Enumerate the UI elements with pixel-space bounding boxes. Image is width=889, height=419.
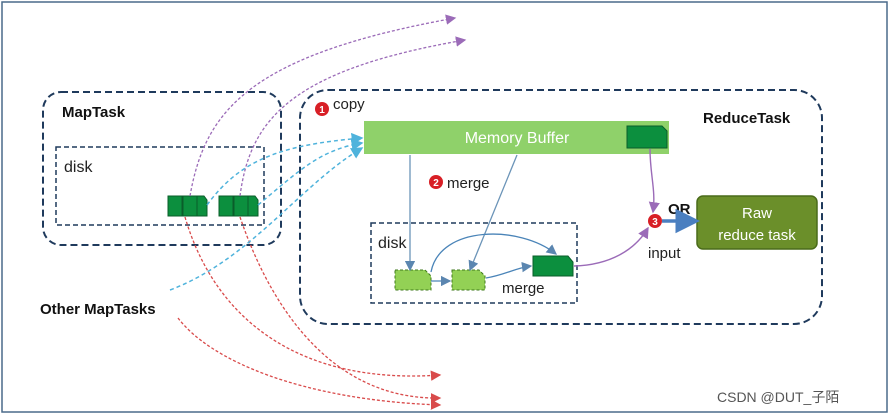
maptask-box: MapTask disk (42, 91, 282, 246)
memory-buffer-segment (626, 125, 668, 149)
arrows (169, 14, 700, 410)
step-number-1: 1 (319, 105, 325, 116)
red-outbound-arrow-3 (177, 317, 442, 410)
disk-to-reduce-arrow (573, 226, 649, 267)
buffer-to-reduce-arrow (648, 148, 660, 214)
disk-merge-arc (430, 233, 558, 273)
fetch-arrow-2 (257, 138, 364, 206)
reducetask-disk-label: disk (378, 235, 407, 252)
step-number-2: 2 (433, 178, 439, 189)
merge-label: merge (447, 175, 490, 192)
raw-reduce-task: Raw reduce task (696, 195, 818, 250)
merged-file (532, 255, 574, 277)
map-output-partition-1 (167, 195, 208, 217)
reducetask-box: ReduceTask Memory Buffer 1 copy 2 merge … (299, 89, 823, 325)
spill-file-2 (451, 269, 486, 291)
input-label: input (648, 245, 681, 262)
fetch-arrow-1 (206, 132, 364, 206)
fetch-arrow-other (169, 147, 364, 291)
maptask-disk-label: disk (64, 159, 93, 176)
reducetask-disk-box (370, 222, 578, 304)
purple-outbound-arrow-1 (189, 14, 457, 197)
memory-buffer: Memory Buffer (364, 121, 669, 154)
other-maptasks-label: Other MapTasks (40, 301, 156, 318)
raw-reduce-line-2: reduce task (718, 227, 796, 244)
step-badge-2 (429, 175, 443, 189)
merge-arrow (468, 154, 518, 272)
maptask-title: MapTask (62, 104, 126, 121)
copy-label: copy (333, 96, 365, 113)
map-output-partition-2 (218, 195, 259, 217)
raw-reduce-line-1: Raw (742, 205, 772, 222)
purple-outbound-arrow-2 (239, 36, 467, 197)
or-label: OR (668, 201, 691, 218)
watermark: CSDN @DUT_子陌 (717, 389, 839, 405)
disk-merge-label: merge (502, 280, 545, 297)
step-badge-3 (648, 214, 662, 228)
step-badge-1 (315, 102, 329, 116)
red-outbound-arrow-2 (239, 216, 442, 404)
step-number-3: 3 (652, 217, 658, 228)
disk-merge-arrow-2 (485, 261, 533, 279)
memory-buffer-label: Memory Buffer (465, 130, 570, 147)
reducetask-title: ReduceTask (703, 110, 791, 127)
spill-file-1 (394, 269, 432, 291)
maptask-disk-box (55, 146, 265, 226)
red-outbound-arrow-1 (184, 216, 442, 381)
